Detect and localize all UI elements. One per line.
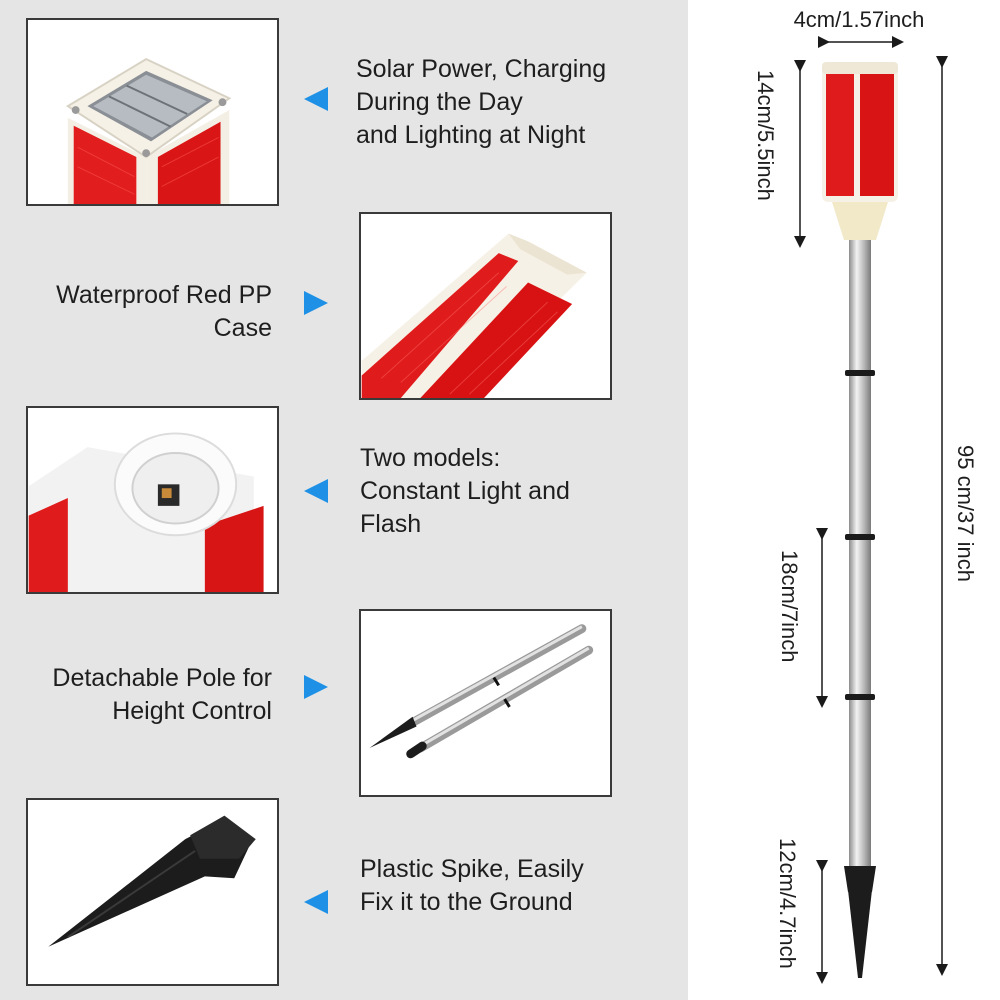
feature-spike-text: Plastic Spike, Easily Fix it to the Grou…	[360, 853, 584, 919]
feature-line: Waterproof Red PP	[56, 281, 272, 309]
total-height-label: 95 cm/37 inch	[953, 445, 978, 582]
dimension-panel: 4cm/1.57inch 14cm/5.5inch 95 cm/37 inch …	[688, 0, 1000, 1000]
pointer-arrow-right-2	[304, 291, 328, 315]
pointer-arrow-left-5	[304, 890, 328, 914]
detachable-pole-icon	[361, 611, 610, 795]
feature-line: Plastic Spike, Easily	[360, 855, 584, 883]
ground-spike-icon	[28, 800, 277, 984]
pole	[849, 240, 871, 868]
feature-case-text: Waterproof Red PP Case	[56, 279, 272, 345]
features-panel: Solar Power, Charging During the Day and…	[0, 0, 688, 1000]
feature-line: During the Day	[356, 88, 523, 116]
width-label: 4cm/1.57inch	[794, 7, 925, 32]
pole-photo	[359, 609, 612, 797]
segment-label: 18cm/7inch	[777, 550, 802, 663]
pole-joint-2	[845, 534, 875, 540]
feature-line: Fix it to the Ground	[360, 888, 573, 916]
product-dimension-diagram: 4cm/1.57inch 14cm/5.5inch 95 cm/37 inch …	[753, 7, 978, 984]
feature-line: Detachable Pole for	[52, 664, 272, 692]
switch-socket-icon	[28, 408, 277, 592]
spike	[844, 866, 876, 978]
red-case-photo	[359, 212, 612, 400]
feature-line: Height Control	[112, 697, 272, 725]
feature-line: Flash	[360, 510, 422, 538]
feature-models-text: Two models: Constant Light and Flash	[360, 442, 570, 541]
feature-line: and Lighting at Night	[356, 121, 586, 149]
feature-solar-text: Solar Power, Charging During the Day and…	[356, 53, 606, 152]
pole-joint-1	[845, 370, 875, 376]
feature-line: Two models:	[360, 444, 501, 472]
head-height-label: 14cm/5.5inch	[753, 70, 778, 201]
solar-panel-top-icon	[28, 20, 277, 204]
feature-line: Case	[213, 314, 272, 342]
pointer-arrow-left-1	[304, 87, 328, 111]
pointer-arrow-left-3	[304, 479, 328, 503]
pointer-arrow-right-4	[304, 675, 328, 699]
switch-photo	[26, 406, 279, 594]
solar-panel-photo	[26, 18, 279, 206]
feature-pole-text: Detachable Pole for Height Control	[52, 662, 272, 728]
red-case-closeup-icon	[361, 214, 610, 398]
pole-joint-3	[845, 694, 875, 700]
spike-label: 12cm/4.7inch	[775, 838, 800, 969]
feature-line: Solar Power, Charging	[356, 55, 607, 83]
spike-photo	[26, 798, 279, 986]
feature-line: Constant Light and	[360, 477, 570, 505]
light-head	[822, 62, 898, 240]
